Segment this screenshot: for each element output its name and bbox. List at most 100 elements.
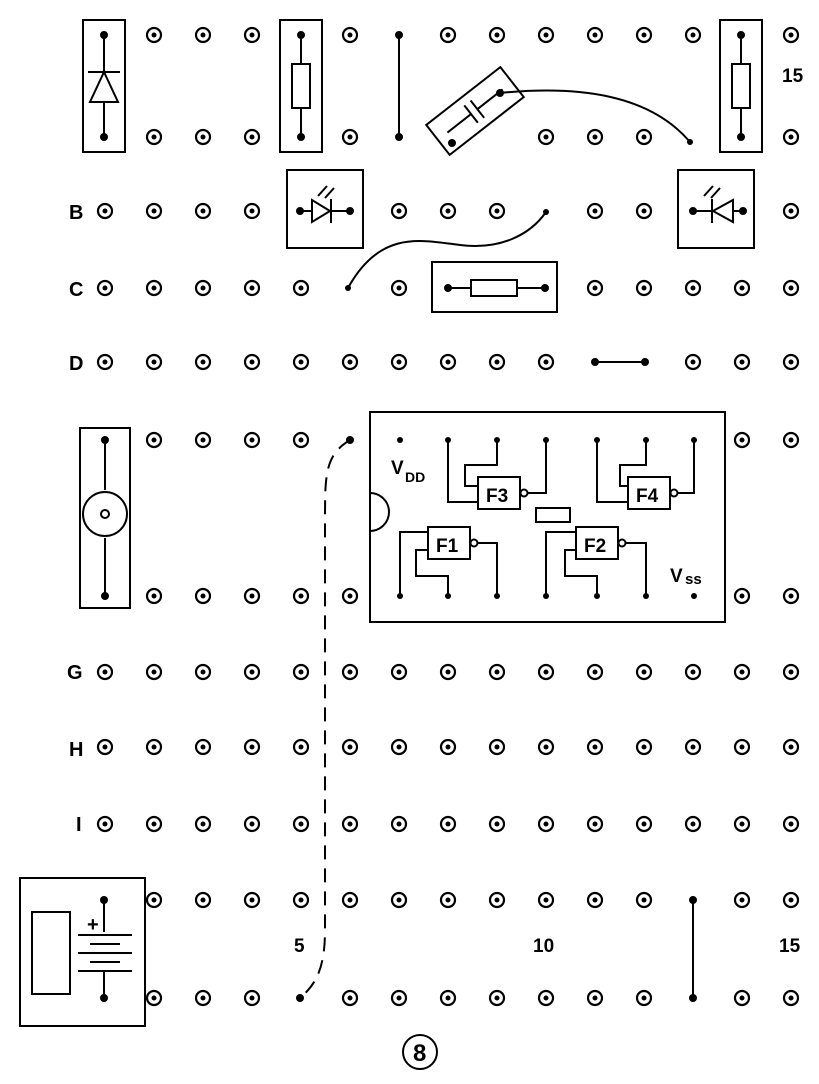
gate-label-f3: F3 [486, 486, 508, 507]
contact-hole-center [396, 897, 402, 903]
contact-hole-center [102, 359, 108, 365]
contact-hole-center [200, 208, 206, 214]
row-label-b: B [69, 202, 83, 224]
contact-hole-center [788, 669, 794, 675]
contact-hole-center [151, 669, 157, 675]
contact-hole-center [151, 744, 157, 750]
contact-hole-center [396, 821, 402, 827]
contact-hole-center [445, 897, 451, 903]
contact-hole-center [690, 669, 696, 675]
wire-curve-top [499, 89, 691, 143]
contact-hole-center [445, 744, 451, 750]
contact-hole-center [788, 897, 794, 903]
column-number-5: 5 [294, 936, 305, 957]
contact-hole-center [690, 32, 696, 38]
contact-hole-center [592, 32, 598, 38]
contact-hole-center [641, 995, 647, 1001]
contact-hole-center [347, 897, 353, 903]
column-number-top-15: 15 [782, 66, 804, 87]
contact-hole-center [739, 669, 745, 675]
contact-hole-center [396, 208, 402, 214]
contact-hole-center [249, 32, 255, 38]
contact-hole-center [445, 32, 451, 38]
resistor-horizontal [431, 261, 558, 313]
contact-hole-center [445, 359, 451, 365]
contact-hole-center [445, 208, 451, 214]
contact-hole-center [494, 359, 500, 365]
lamp-component [79, 427, 131, 609]
contact-hole-center [494, 995, 500, 1001]
led-component-2 [677, 169, 755, 249]
contact-hole-center [739, 744, 745, 750]
contact-hole-center [249, 593, 255, 599]
wire-link-vertical [395, 31, 403, 141]
contact-hole-center [151, 32, 157, 38]
wire-link-bottom [689, 896, 697, 1002]
contact-hole-center [249, 285, 255, 291]
contact-hole-center [298, 744, 304, 750]
contact-hole-center [739, 359, 745, 365]
contact-hole-center [347, 821, 353, 827]
contact-hole-center [592, 669, 598, 675]
contact-hole-center [788, 359, 794, 365]
contact-hole-center [347, 669, 353, 675]
battery-plus-label: + [87, 914, 99, 936]
contact-hole-center [200, 744, 206, 750]
contact-hole-center [347, 744, 353, 750]
contact-hole-center [592, 897, 598, 903]
contact-hole-center [396, 669, 402, 675]
column-number-bottom-15: 15 [779, 936, 801, 957]
contact-hole-center [200, 32, 206, 38]
contact-hole-center [788, 285, 794, 291]
contact-hole-center [543, 995, 549, 1001]
contact-hole-center [788, 593, 794, 599]
contact-hole-center [494, 32, 500, 38]
contact-hole-center [102, 744, 108, 750]
column-number-10: 10 [533, 936, 554, 957]
contact-hole-center [298, 437, 304, 443]
contact-hole-center [347, 32, 353, 38]
contact-hole-center [200, 134, 206, 140]
contact-hole-center [641, 744, 647, 750]
contact-hole-center [249, 359, 255, 365]
contact-hole-center [739, 593, 745, 599]
battery-component [19, 877, 146, 1027]
contact-hole-center [543, 744, 549, 750]
contact-hole-center [347, 134, 353, 140]
contact-hole-center [298, 821, 304, 827]
contact-hole-center [347, 359, 353, 365]
contact-hole-center [494, 208, 500, 214]
vdd-subscript: DD [405, 469, 425, 485]
contact-hole-center [298, 669, 304, 675]
contact-hole-center [249, 995, 255, 1001]
contact-hole-center [543, 134, 549, 140]
contact-hole-center [641, 208, 647, 214]
contact-hole-center [592, 821, 598, 827]
contact-hole-center [347, 593, 353, 599]
contact-hole-center [788, 437, 794, 443]
contact-hole-center [494, 669, 500, 675]
contact-hole-center [249, 134, 255, 140]
contact-hole-center [396, 995, 402, 1001]
contact-hole-center [543, 669, 549, 675]
capacitor-component [424, 65, 526, 157]
contact-hole-center [788, 134, 794, 140]
resistor-vertical-1 [279, 19, 323, 153]
contact-hole-center [200, 995, 206, 1001]
contact-hole-center [592, 995, 598, 1001]
vss-subscript: ss [685, 571, 702, 588]
contact-hole-center [788, 821, 794, 827]
contact-hole-center [641, 821, 647, 827]
contact-hole-center [151, 593, 157, 599]
contact-hole-center [298, 359, 304, 365]
contact-hole-center [592, 134, 598, 140]
contact-hole-center [347, 995, 353, 1001]
contact-hole-center [739, 995, 745, 1001]
contact-hole-center [151, 208, 157, 214]
contact-hole-center [200, 821, 206, 827]
contact-hole-center [102, 285, 108, 291]
contact-hole-center [641, 897, 647, 903]
contact-hole-center [690, 821, 696, 827]
ic-chip [369, 411, 726, 623]
contact-hole-center [102, 208, 108, 214]
